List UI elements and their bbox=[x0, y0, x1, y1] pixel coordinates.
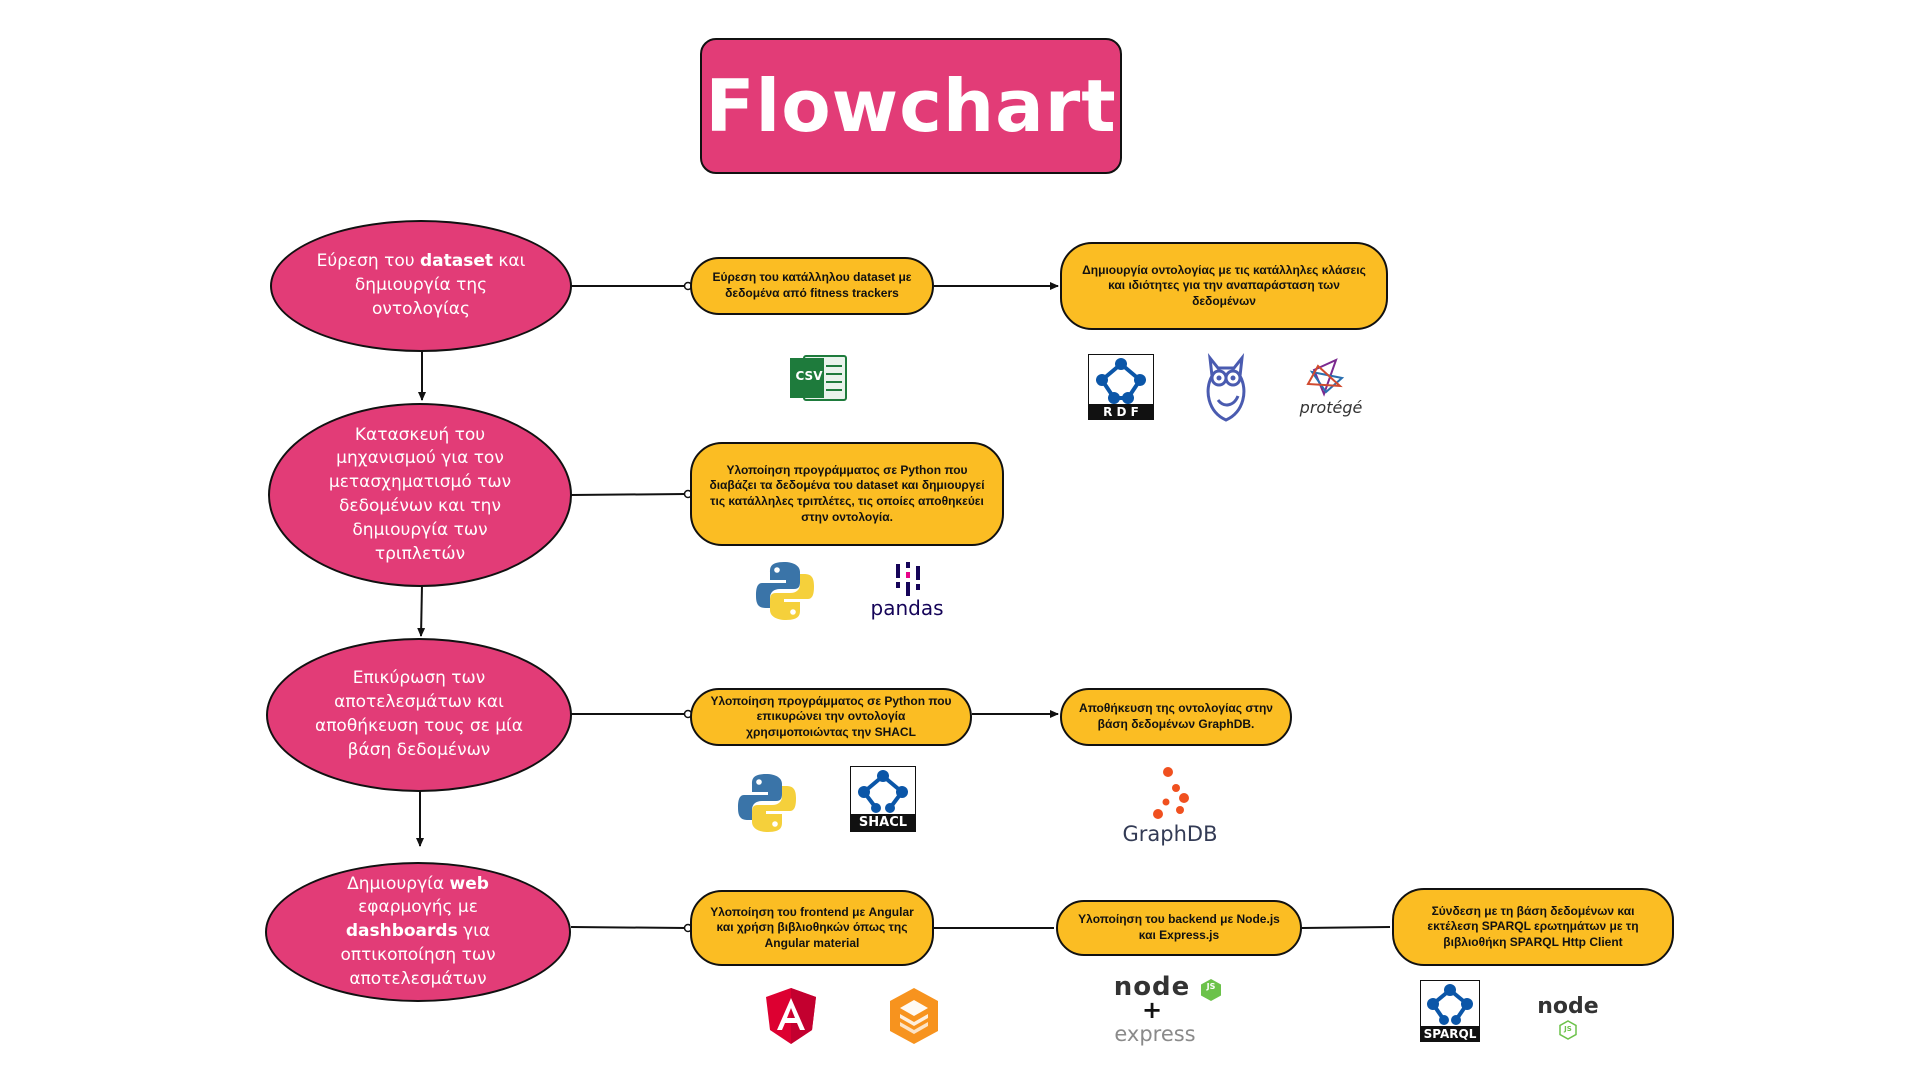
step-angular-frontend: Υλοποίηση του frontend με Angular και χρ… bbox=[690, 890, 934, 966]
sparql-label: SPARQL bbox=[1423, 1027, 1477, 1041]
node-js-badge: JS bbox=[1206, 982, 1216, 991]
phase-4: Δημιουργία web εφαρμογής με dashboards γ… bbox=[265, 862, 571, 1002]
rdf-label: R D F bbox=[1103, 405, 1139, 419]
python-logo-icon bbox=[736, 772, 798, 834]
connector-phase2-step2a bbox=[570, 493, 687, 496]
step-python-triples: Υλοποίηση προγράμματος σε Python που δια… bbox=[690, 442, 1004, 546]
shacl-logo-icon: SHACL bbox=[850, 766, 916, 832]
page-title: Flowchart bbox=[705, 64, 1117, 148]
owl-logo-icon bbox=[1200, 350, 1252, 422]
connector-step4b-step4c bbox=[1301, 926, 1391, 929]
arrow-phase2-to-phase3 bbox=[417, 584, 426, 637]
step-create-ontology: Δημιουργία οντολογίας με τις κατάλληλες … bbox=[1060, 242, 1388, 330]
graphdb-logo-icon: GraphDB bbox=[1122, 766, 1218, 848]
connector-phase4-step4a bbox=[570, 926, 687, 929]
angular-logo-icon bbox=[764, 986, 818, 1046]
python-logo-icon bbox=[754, 560, 816, 622]
graphdb-label: GraphDB bbox=[1122, 822, 1218, 846]
flowchart-title: Flowchart bbox=[700, 38, 1122, 174]
phase-1-label: Εύρεση του dataset και δημιουργία της ον… bbox=[316, 251, 526, 319]
phase-3-label: Επικύρωση των αποτελεσμάτων και αποθήκευ… bbox=[314, 668, 523, 760]
angular-material-logo-icon bbox=[886, 986, 942, 1046]
step-graphdb-store: Αποθήκευση της οντολογίας στην βάση δεδο… bbox=[1060, 688, 1292, 746]
phase-3: Επικύρωση των αποτελεσμάτων και αποθήκευ… bbox=[266, 638, 572, 792]
node-label: node bbox=[1113, 972, 1191, 1002]
step-sparql-client: Σύνδεση με τη βάση δεδομένων και εκτέλεσ… bbox=[1392, 888, 1674, 966]
nodejs-label: node bbox=[1537, 994, 1599, 1019]
nodejs-js-badge: JS bbox=[1564, 1025, 1572, 1033]
step-find-dataset: Εύρεση του κατάλληλου dataset με δεδομέν… bbox=[690, 257, 934, 315]
csv-file-icon: CSV bbox=[790, 352, 850, 402]
express-label: express bbox=[1114, 1022, 1196, 1046]
pandas-logo-icon: pandas bbox=[864, 560, 950, 622]
phase-2: Κατασκευή του μηχανισμού για τον μετασχη… bbox=[268, 403, 572, 587]
phase-2-label: Κατασκευή του μηχανισμού για τον μετασχη… bbox=[328, 424, 512, 564]
step-node-backend: Υλοποίηση του backend με Node.js και Exp… bbox=[1056, 900, 1302, 956]
pandas-label: pandas bbox=[870, 596, 944, 620]
phase-1: Εύρεση του dataset και δημιουργία της ον… bbox=[270, 220, 572, 352]
phase-4-label: Δημιουργία web εφαρμογής με dashboards γ… bbox=[340, 873, 496, 989]
protege-logo-icon: protégé bbox=[1296, 356, 1364, 422]
node-express-logo-icon: node JS + express bbox=[1100, 972, 1230, 1052]
plus-label: + bbox=[1141, 996, 1163, 1024]
csv-label: CSV bbox=[795, 369, 823, 383]
rdf-logo-icon: R D F bbox=[1088, 354, 1154, 420]
sparql-logo-icon: SPARQL bbox=[1420, 980, 1480, 1042]
step-python-shacl: Υλοποίηση προγράμματος σε Python που επι… bbox=[690, 688, 972, 746]
protege-label: protégé bbox=[1299, 398, 1363, 417]
shacl-label: SHACL bbox=[858, 815, 908, 830]
nodejs-logo-icon: node JS bbox=[1530, 994, 1606, 1040]
